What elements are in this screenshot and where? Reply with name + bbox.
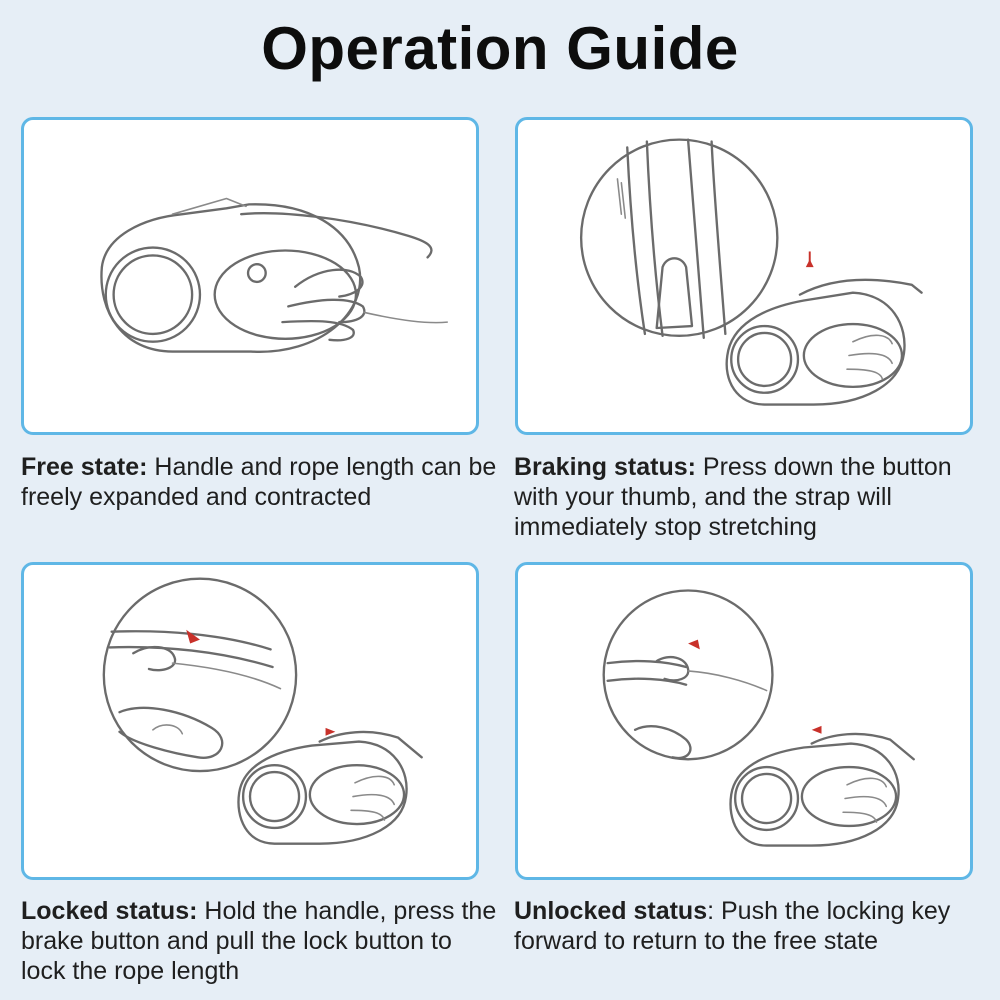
step-caption-unlock: Unlocked status: Push the locking key fo…	[514, 896, 994, 956]
step-image-unlock	[515, 562, 973, 880]
step-label: Free state:	[21, 453, 148, 481]
step-text: : Push the locking key forward to return…	[514, 897, 951, 955]
leash-lock-illustration-icon	[102, 577, 423, 845]
leash-free-illustration-icon	[100, 197, 448, 353]
step-caption-brake: Braking status: Press down the button wi…	[514, 452, 994, 542]
page-title: Operation Guide	[261, 15, 739, 82]
step-text: Handle and rope length can be freely exp…	[21, 453, 497, 511]
leash-unlock-illustration-icon	[602, 589, 915, 847]
step-image-lock	[21, 562, 479, 880]
step-image-brake	[515, 117, 973, 435]
step-text: Press down the button with your thumb, a…	[514, 453, 952, 541]
step-caption-lock: Locked status: Hold the handle, press th…	[21, 896, 501, 986]
step-caption-free: Free state: Handle and rope length can b…	[21, 452, 501, 512]
step-text: Hold the handle, press the brake button …	[21, 897, 497, 985]
step-label: Locked status:	[21, 897, 198, 925]
step-label: Unlocked status	[514, 897, 708, 925]
step-image-free	[21, 117, 479, 435]
leash-brake-illustration-icon	[579, 138, 923, 406]
step-label: Braking status:	[514, 453, 696, 481]
